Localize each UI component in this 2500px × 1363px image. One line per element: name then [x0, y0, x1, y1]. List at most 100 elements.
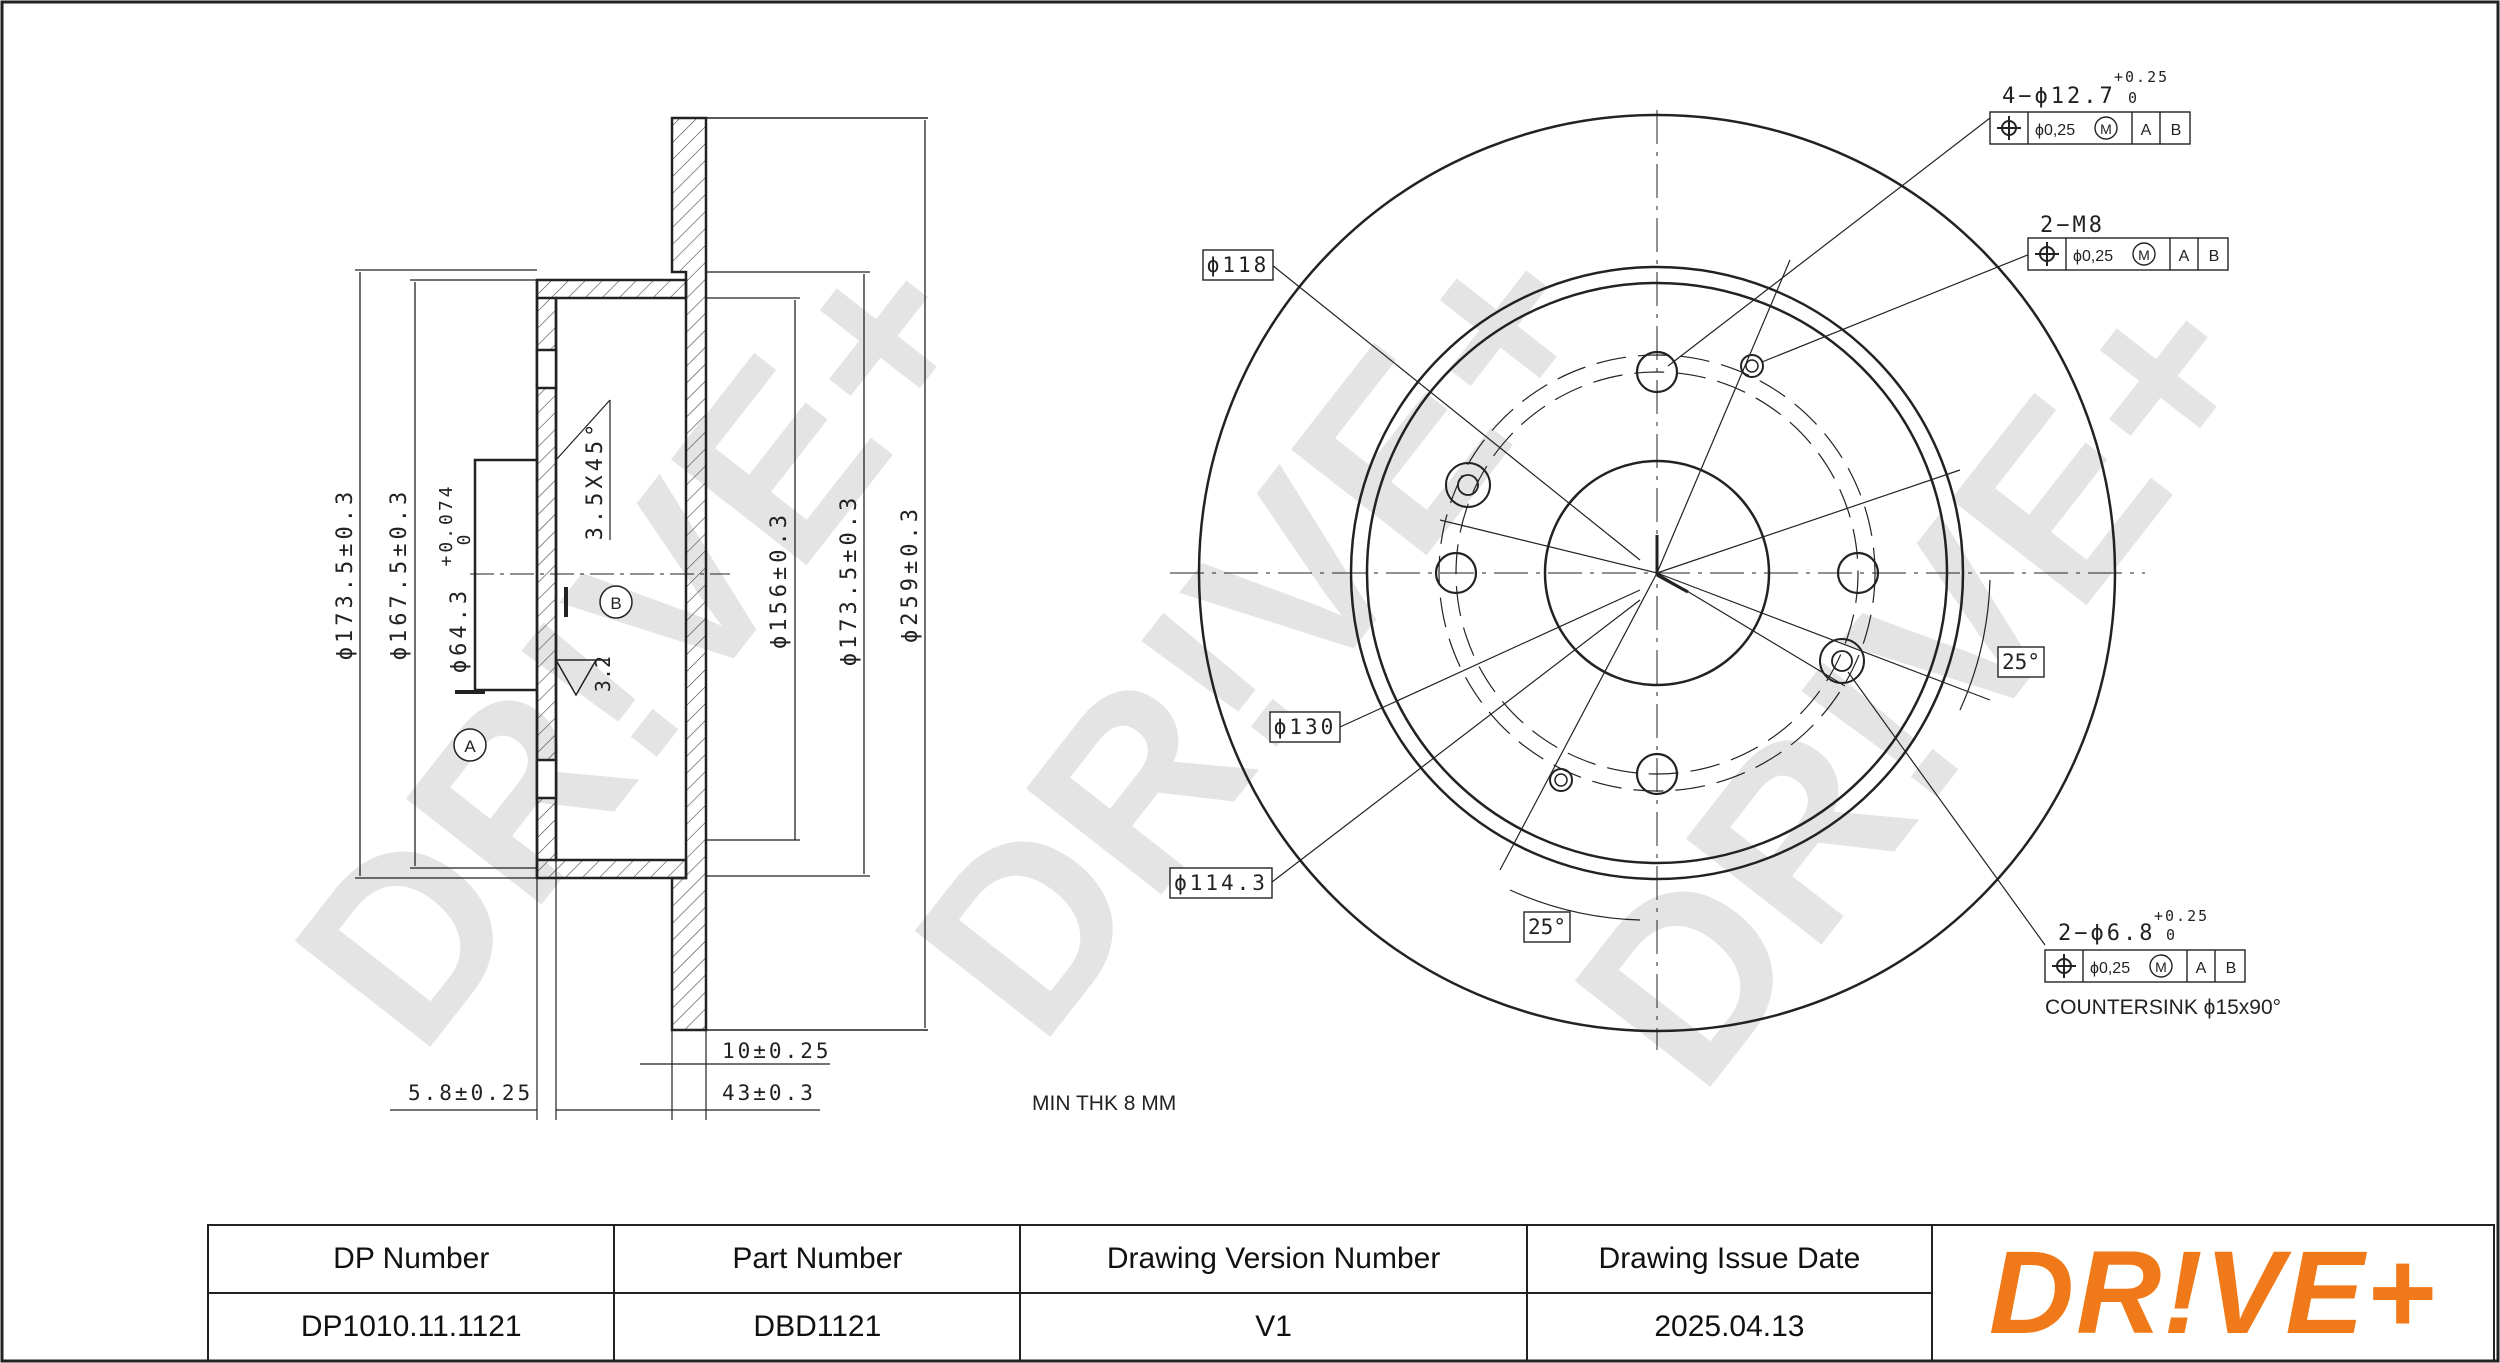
radial-line — [1656, 572, 1991, 701]
dim-d173-label: ϕ173.5±0.3 — [333, 488, 358, 660]
fcf2-ref2: B — [2209, 248, 2220, 265]
fcf1-tolerance: ϕ0,25 — [2035, 122, 2075, 139]
fcf3-tolerance: ϕ0,25 — [2090, 960, 2130, 977]
fcf2-ref1: A — [2179, 248, 2190, 265]
callout-holes1: 4−ϕ12.7 +0.25 0 ϕ0,25 M A B — [1989, 68, 2191, 145]
side-view — [355, 116, 928, 1120]
fcf2-mod-circle — [2132, 242, 2156, 266]
chamfer-leader — [555, 399, 611, 461]
title-block-value-row: DP1010.11.1121 DBD1121 V1 2025.04.13 — [206, 1292, 2494, 1362]
value-part-number: DBD1121 — [613, 1292, 1022, 1362]
header-issue-date: Drawing Issue Date — [1525, 1224, 1933, 1294]
holes3-tol-lower: 0 — [2166, 926, 2175, 944]
dim-d64-label: ϕ64.3 — [447, 587, 472, 673]
fcf3-ref1: A — [2196, 960, 2207, 977]
title-block-header-row: DP Number Part Number Drawing Version Nu… — [206, 1224, 2496, 1362]
dim-d64-tol-lower: 0 — [454, 535, 475, 546]
leader-holes1 — [1667, 117, 1991, 367]
roughness-symbol — [555, 659, 597, 697]
datum-b-circle — [599, 585, 633, 619]
header-part-number: Part Number — [613, 1224, 1022, 1294]
holes3-tol-upper: +0.25 — [2154, 907, 2209, 925]
value-dp-number: DP1010.11.1121 — [206, 1292, 616, 1362]
side-view-labels: A B ϕ173.5±0.3 ϕ167.5±0.3 ϕ64.3 +0.074 0… — [333, 420, 1176, 1115]
fcf1-ref1: A — [2141, 122, 2152, 139]
label-box-d118 — [1202, 249, 1274, 281]
radial-line — [1656, 572, 1846, 687]
dim-d167-label: ϕ167.5±0.3 — [387, 488, 412, 660]
position-icon — [2035, 242, 2059, 266]
holes1-tol-lower: 0 — [2128, 89, 2137, 107]
value-drawing-version: V1 — [1019, 1292, 1528, 1362]
angle2-label: 25° — [1528, 915, 1566, 939]
fcf1-frame — [1989, 111, 2191, 145]
angle1-label: 25° — [2002, 650, 2040, 674]
d1143-label: ϕ114.3 — [1174, 871, 1268, 895]
leader-d118 — [1271, 264, 1641, 561]
fcf1-mod: M — [2100, 121, 2112, 137]
roughness-label: 3.2 — [591, 656, 615, 692]
label-box-d130 — [1269, 711, 1341, 743]
angle-arc-bottom — [1509, 889, 1641, 921]
small-hole-lower-left-inner — [1554, 773, 1568, 787]
callout-holes3: 2−ϕ6.8 +0.25 0 ϕ0,25 M A B COUNTERSINK ϕ… — [2044, 907, 2281, 1019]
holes1-tol-upper: +0.25 — [2114, 68, 2169, 86]
label-box-d1143 — [1169, 867, 1273, 899]
value-issue-date: 2025.04.13 — [1525, 1292, 1933, 1362]
header-dp-number: DP Number — [206, 1224, 616, 1294]
fcf3-ref2: B — [2226, 960, 2237, 977]
fcf2-tolerance: ϕ0,25 — [2073, 248, 2113, 265]
stud-hole-upper — [535, 348, 558, 390]
label-box-angle1 — [1997, 646, 2045, 678]
radial-line — [1656, 469, 1961, 574]
datum-a-circle — [453, 728, 487, 762]
stud-hole-lower — [535, 758, 558, 800]
datum-circles — [453, 585, 633, 762]
dim-d173b-label: ϕ173.5±0.3 — [837, 494, 862, 666]
fcf1-ref2: B — [2171, 122, 2182, 139]
holes1-label: 4−ϕ12.7 — [2002, 84, 2116, 109]
leader-holes2 — [1761, 251, 2036, 363]
bolt-hole-left — [1434, 551, 1478, 595]
radial-line — [1439, 519, 1658, 574]
fcf3-frame — [2044, 949, 2246, 983]
title-block: DP Number Part Number Drawing Version Nu… — [206, 1224, 2496, 1362]
m8-hole-lower-right — [1819, 638, 1865, 684]
hub-flange — [537, 296, 558, 862]
min-thk-note: MIN THK 8 MM — [1032, 1092, 1176, 1115]
m8-hole-upper-left — [1445, 462, 1491, 508]
label-box-angle2 — [1523, 911, 1571, 943]
small-hole-upper-right — [1740, 354, 1764, 378]
dim-height43-label: 43±0.3 — [722, 1081, 816, 1105]
callout-holes2: 2−M8 ϕ0,25 M A B — [2027, 213, 2229, 271]
m8-hole-lower-right-inner — [1831, 650, 1853, 672]
radial-line — [1499, 572, 1658, 871]
fcf3-mod: M — [2155, 959, 2167, 975]
countersink-note: COUNTERSINK ϕ15x90° — [2045, 996, 2281, 1019]
fcf2-mod: M — [2138, 247, 2150, 263]
front-labels — [1169, 249, 2045, 943]
bolt-hole-bottom — [1635, 752, 1679, 796]
dim-d156-label: ϕ156±0.3 — [767, 511, 792, 649]
small-hole-lower-left — [1549, 768, 1573, 792]
position-icon — [2052, 954, 2076, 978]
leader-d1143 — [1271, 599, 1641, 883]
dim-offset58-label: 5.8±0.25 — [408, 1081, 533, 1105]
leader-d130 — [1339, 589, 1641, 728]
dim-d259-label: ϕ259±0.3 — [898, 505, 923, 643]
front-view — [1170, 110, 2145, 1050]
chamfer-label: 3.5X45° — [583, 420, 608, 541]
fcf2-frame — [2027, 237, 2229, 271]
dim-thick10-label: 10±0.25 — [722, 1039, 832, 1063]
leader-holes3 — [1847, 671, 2046, 946]
m8-hole-upper-left-inner — [1457, 474, 1479, 496]
position-icon — [1997, 116, 2021, 140]
datum-b-label: B — [610, 594, 621, 613]
angle-arc-right — [1959, 579, 1991, 711]
brand-logo: DR!VE+ — [1988, 1227, 2437, 1359]
holes3-label: 2−ϕ6.8 — [2058, 921, 2155, 946]
fcf3-mod-circle — [2149, 954, 2173, 978]
datum-a-label: A — [464, 737, 476, 756]
